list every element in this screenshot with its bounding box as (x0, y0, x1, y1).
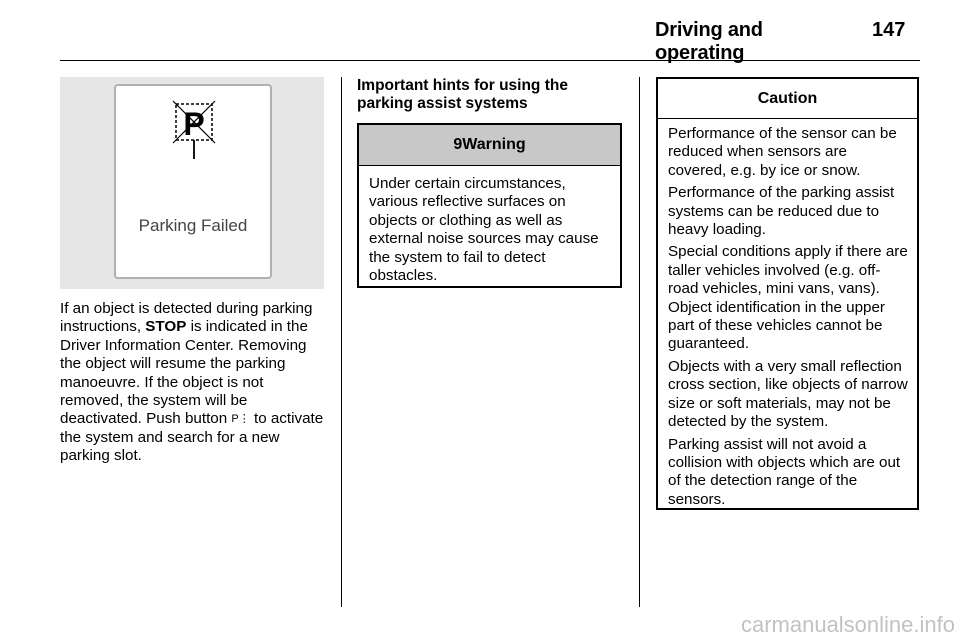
instruction-text-3: to activate the system and search for a … (60, 410, 324, 465)
section-heading: Important hints for using the parking as… (357, 77, 568, 113)
instruction-text-1: If an object is detected during parking … (60, 300, 313, 336)
warning-text: Under certain circumstances, various ref… (369, 175, 599, 285)
warning-triangle-icon: 9 (453, 136, 463, 153)
parking-button-icon: P⋮ (231, 413, 250, 426)
driver-info-display (114, 84, 272, 279)
page-number: 147 (872, 19, 906, 41)
caution-paragraph: Performance of the parking assist system… (668, 184, 895, 239)
stop-label: STOP (145, 318, 187, 336)
page-header-title: Driving and operating (655, 19, 763, 64)
caution-paragraph: Performance of the sensor can be reduced… (668, 125, 897, 179)
svg-text:P: P (183, 106, 204, 142)
caution-paragraph: Objects with a very small reflection cro… (668, 357, 908, 431)
warning-title: Warning (462, 136, 526, 153)
caution-box: Caution Performance of the sensor can be… (656, 77, 919, 510)
parking-crossed-icon: P (172, 100, 216, 159)
caution-paragraph: Special conditions apply if there are ta… (668, 243, 908, 353)
column-divider-right (639, 77, 640, 607)
watermark: carmanualsonline.info (740, 612, 955, 637)
display-label: Parking Failed (138, 216, 248, 235)
parking-instruction-paragraph: If an object is detected during parking … (60, 300, 326, 466)
caution-title: Caution (658, 79, 917, 119)
caution-body: Performance of the sensor can be reduced… (658, 119, 917, 509)
instruction-text-2: is indicated in the Driver Information C… (60, 318, 308, 428)
header-divider (60, 60, 920, 61)
column-divider-left (341, 77, 342, 607)
caution-paragraph: Parking assist will not avoid a collisio… (668, 435, 901, 508)
